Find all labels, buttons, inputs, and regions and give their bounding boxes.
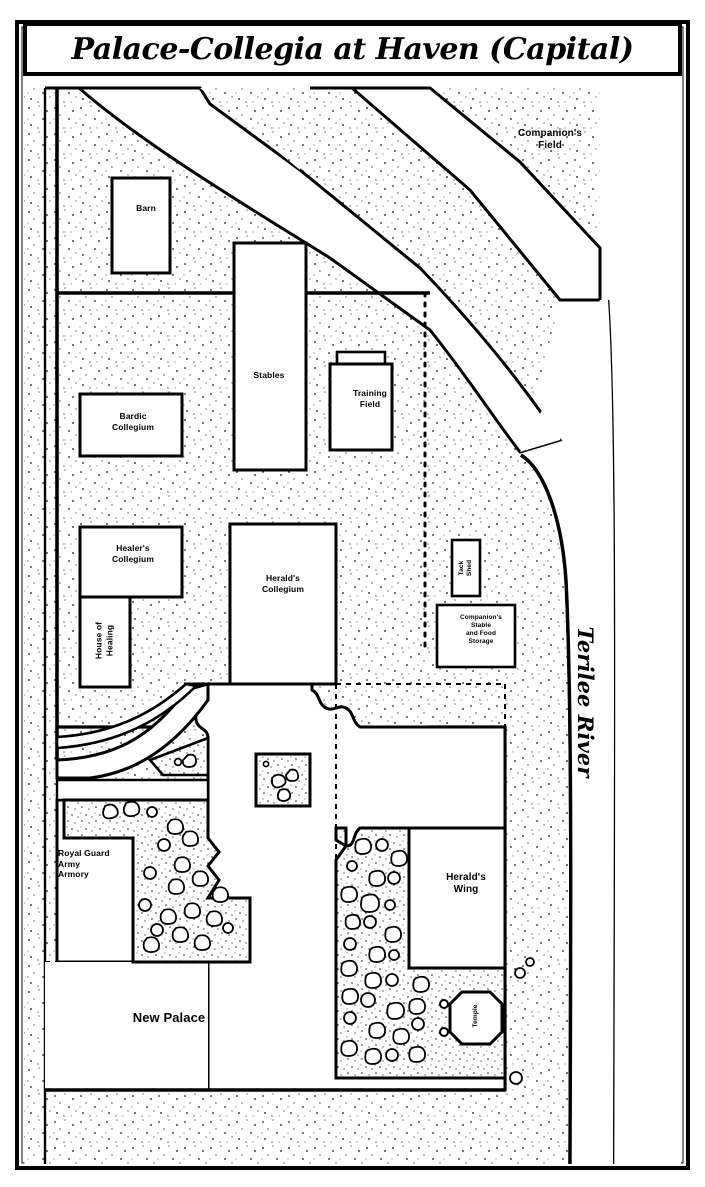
road-lower-left (55, 682, 210, 780)
building-heralds-wing (407, 826, 507, 970)
building-temple (439, 990, 504, 1046)
building-barn (110, 176, 172, 275)
garden-royal-guard (62, 798, 252, 964)
building-training-field (328, 362, 394, 452)
building-companions-stable (435, 603, 517, 669)
building-tack-shed (450, 538, 482, 598)
building-bardic-collegium (78, 392, 184, 458)
page-title: Palace-Collegia at Haven (Capital) (71, 31, 634, 67)
garden-wedge (147, 736, 210, 777)
building-stables (232, 241, 308, 472)
garden-heralds-wing (334, 826, 535, 1085)
courtyard-garden-small (254, 752, 312, 808)
map-title-box: Palace-Collegia at Haven (Capital) (23, 22, 682, 76)
building-heralds-collegium (228, 522, 338, 686)
